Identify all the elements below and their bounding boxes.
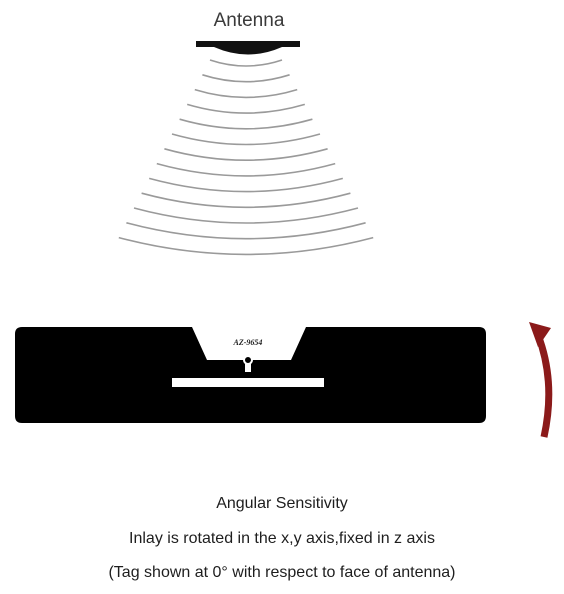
- signal-wave-arc: [180, 119, 313, 129]
- signal-wave-arc: [126, 223, 365, 239]
- signal-wave-arc: [202, 75, 289, 82]
- chip-label: AZ-9654: [233, 338, 263, 347]
- antenna-label: Antenna: [200, 10, 298, 32]
- signal-wave-arc: [149, 178, 343, 191]
- rotation-arrowhead: [529, 322, 551, 347]
- antenna-dish: [214, 47, 282, 55]
- antenna-icon: [196, 41, 300, 55]
- signal-wave-arc: [157, 164, 335, 176]
- caption-rotation-axis: Inlay is rotated in the x,y axis,fixed i…: [0, 530, 564, 548]
- rotation-arc: [538, 335, 549, 437]
- signal-wave-arc: [172, 134, 320, 145]
- antenna-bar: [196, 41, 300, 47]
- signal-wave-arc: [142, 193, 351, 207]
- curved-arrow-icon: [529, 322, 551, 437]
- signal-waves: [119, 60, 373, 254]
- rfid-tag: AZ-9654: [15, 327, 486, 423]
- signal-wave-arc: [195, 90, 297, 98]
- signal-wave-arc: [164, 149, 327, 160]
- signal-wave-arc: [134, 208, 358, 223]
- chip-dot: [244, 356, 252, 364]
- caption-orientation-note: (Tag shown at 0° with respect to face of…: [0, 564, 564, 582]
- signal-wave-arc: [119, 238, 373, 255]
- chip-pad: [244, 372, 252, 378]
- caption-title: Angular Sensitivity: [0, 495, 564, 513]
- signal-wave-arc: [187, 104, 305, 113]
- signal-wave-arc: [210, 60, 282, 66]
